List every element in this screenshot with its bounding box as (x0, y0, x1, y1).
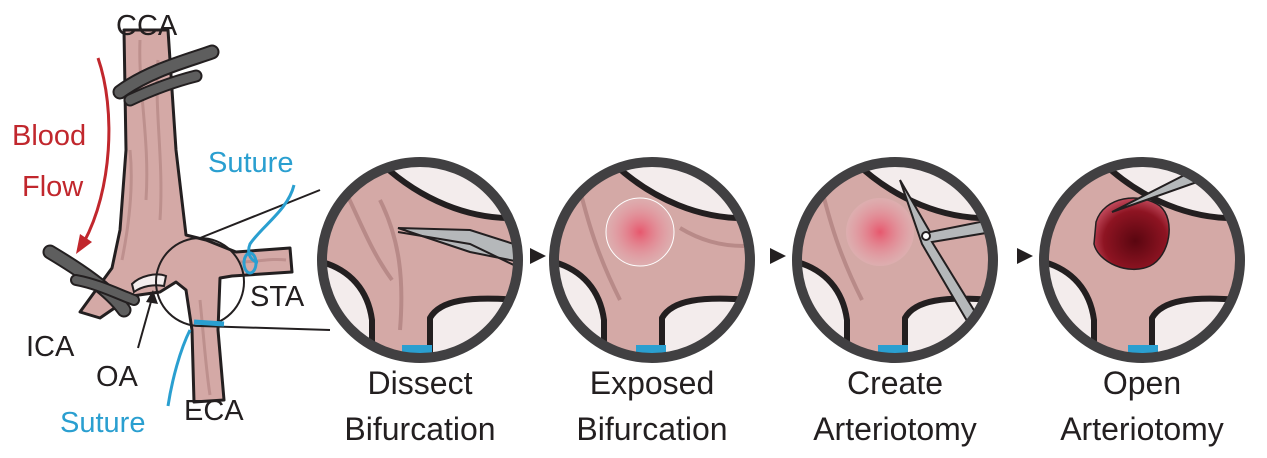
step-arrow-1 (530, 248, 546, 264)
step-1-line2: Bifurcation (344, 411, 495, 447)
step-2-line1: Exposed (590, 365, 715, 401)
label-sta: STA (250, 281, 305, 313)
step-2-line2: Bifurcation (576, 411, 727, 447)
label-suture-bottom: Suture (60, 407, 145, 439)
step-arrow-2 (770, 248, 786, 264)
panel-exposed (554, 162, 750, 358)
label-oa: OA (96, 361, 139, 393)
label-cca: CCA (116, 10, 178, 42)
create-lesion (846, 198, 914, 266)
panel-dissect (322, 162, 520, 358)
carotid-vessel (80, 30, 292, 402)
panel-create (797, 162, 993, 358)
label-eca: ECA (184, 395, 244, 427)
exposed-lesion (606, 198, 674, 266)
label-blood-flow-line1: Blood (12, 120, 86, 152)
label-blood-flow-line2: Flow (22, 171, 84, 203)
panel-open (1044, 162, 1240, 358)
step-captions: Dissect Bifurcation Exposed Bifurcation … (344, 365, 1223, 447)
label-suture-top: Suture (208, 147, 293, 179)
blood-flow-arrow (76, 58, 109, 254)
oa-pointer-arrow (138, 290, 158, 348)
step-1-line1: Dissect (368, 365, 473, 401)
carotid-overview: CCA Blood Flow Suture STA ICA OA Suture … (12, 10, 330, 439)
step-4-line1: Open (1103, 365, 1181, 401)
step-3-line1: Create (847, 365, 943, 401)
step-3-line2: Arteriotomy (813, 411, 977, 447)
open-arteriotomy-lumen (1094, 198, 1169, 269)
label-ica: ICA (26, 331, 75, 363)
step-arrow-3 (1017, 248, 1033, 264)
step-4-line2: Arteriotomy (1060, 411, 1224, 447)
